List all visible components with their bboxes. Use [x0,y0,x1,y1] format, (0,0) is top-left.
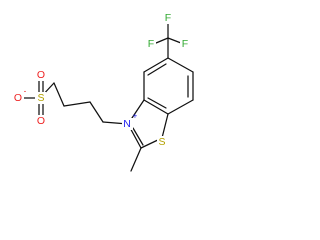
bond-c7a-c3a-inner [147,97,167,109]
bond-c7a-c3a [143,99,169,115]
bond-c-f-right [167,37,182,44]
label-masks [13,12,190,148]
bond-c2-methyl [130,147,142,172]
ring-sulfur-label: S [158,136,165,148]
bond-s-c7a [161,113,169,139]
molecule-structure: F F F N + S S O O O - [13,12,194,172]
nitrogen-charge: + [133,112,138,121]
bond-n-c2-inner [132,127,144,146]
bond-chain1-chain2 [89,101,104,123]
bond-c4-c5 [143,57,169,73]
fluorine-right-label: F [182,38,188,50]
bonds [21,21,194,172]
bond-c4-c5-inner [147,63,167,76]
bond-c-f-left [155,37,169,44]
bond-c7-c7a [167,99,194,115]
oxygen-top-label: O [37,69,45,81]
bond-chain2-chain3 [63,101,91,107]
bond-c5-c6 [167,57,194,73]
sulfonate-sulfur-label: S [37,92,44,104]
nitrogen-label: N [123,118,131,130]
fluorine-left-label: F [148,38,154,50]
oxygen-bottom-label: O [37,115,45,127]
oxygen-charge: - [24,87,27,96]
atom-labels: F F F N + S S O O O - [14,12,188,148]
oxygen-left-label: O [14,92,22,104]
bond-chain3-chain4 [53,82,65,107]
fluorine-top-label: F [165,12,171,24]
